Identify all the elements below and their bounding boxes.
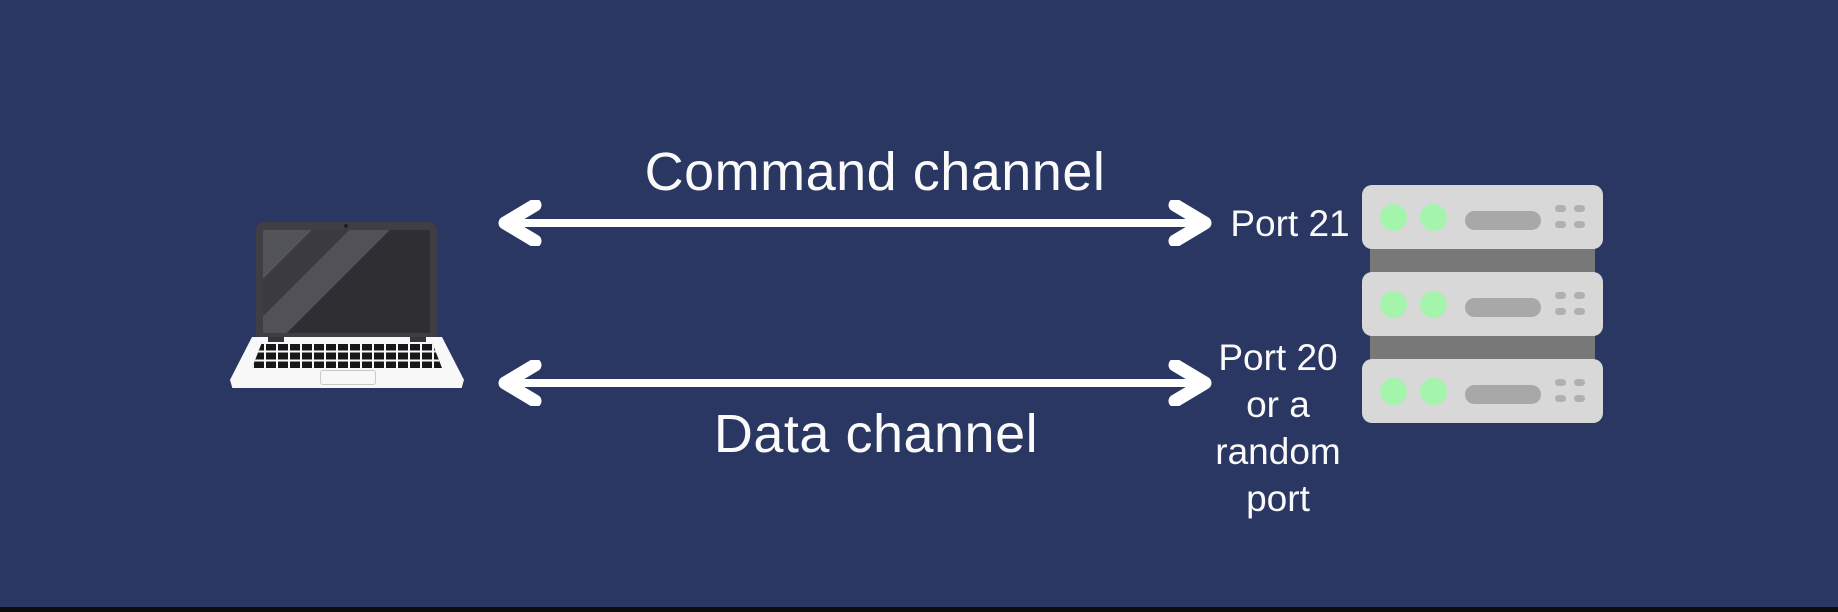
server-unit (1362, 359, 1603, 423)
port-20-line-1: Port 20 (1218, 337, 1338, 378)
server-vent-bar (1465, 385, 1541, 404)
server-port-dot (1555, 292, 1566, 299)
server-led-icon (1380, 378, 1407, 405)
server-port-dot (1555, 379, 1566, 386)
laptop-hinge-right (410, 337, 426, 342)
server-rack-icon (1362, 185, 1603, 424)
port-20-line-3: random (1215, 431, 1341, 472)
server-port-dot (1574, 221, 1585, 228)
laptop-hinge-left (268, 337, 284, 342)
laptop-display (263, 230, 430, 333)
command-channel-label: Command channel (644, 142, 1106, 202)
server-port-dot (1574, 395, 1585, 402)
laptop-trackpad (320, 370, 376, 385)
server-port-dot (1574, 308, 1585, 315)
port-20-label: Port 20 or a random port (1178, 334, 1378, 522)
server-unit (1362, 185, 1603, 249)
server-led-icon (1380, 204, 1407, 231)
server-port-dot (1574, 205, 1585, 212)
port-21-label: Port 21 (1230, 203, 1350, 244)
server-vent-bar (1465, 211, 1541, 230)
server-led-icon (1420, 291, 1447, 318)
laptop-base (230, 337, 464, 388)
server-led-icon (1380, 291, 1407, 318)
server-port-dot (1555, 395, 1566, 402)
data-channel-label: Data channel (713, 404, 1039, 464)
server-port-dot (1574, 379, 1585, 386)
server-port-dot (1555, 205, 1566, 212)
port-20-line-2: or a (1246, 384, 1310, 425)
server-port-dot (1574, 292, 1585, 299)
laptop-webcam-dot (344, 224, 348, 228)
bottom-edge-bar (0, 607, 1838, 612)
laptop-screen (256, 222, 437, 337)
laptop-keyboard (252, 342, 442, 368)
server-port-dot (1555, 308, 1566, 315)
server-led-icon (1420, 204, 1447, 231)
data-channel-arrow (498, 360, 1212, 406)
server-unit (1362, 272, 1603, 336)
server-led-icon (1420, 378, 1447, 405)
server-vent-bar (1465, 298, 1541, 317)
laptop-icon (230, 222, 464, 388)
command-channel-arrow (498, 200, 1212, 246)
port-20-line-4: port (1246, 478, 1310, 519)
server-port-dot (1555, 221, 1566, 228)
